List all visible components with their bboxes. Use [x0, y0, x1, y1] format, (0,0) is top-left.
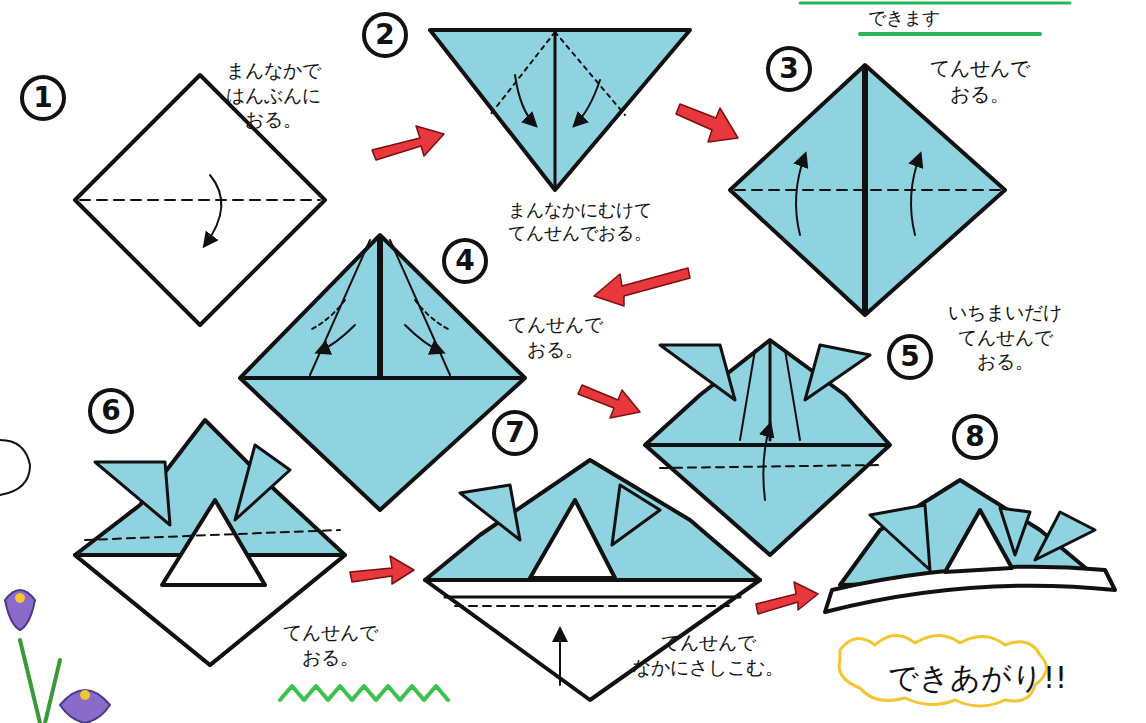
- cloud-fragment: [0, 440, 30, 495]
- step-number-circle: 4: [442, 238, 488, 284]
- step-number: 3: [779, 55, 798, 83]
- step-arrows: [350, 104, 818, 614]
- step-number-circle: 8: [952, 414, 998, 460]
- finished-caption: できあがり!!: [888, 658, 1067, 697]
- green-zigzag: [280, 686, 448, 700]
- step-number-circle: 3: [766, 46, 812, 92]
- step-number: 2: [375, 21, 394, 49]
- instruction-note: てんせんで おる。: [508, 312, 603, 361]
- instruction-note: てんせんで なかにさしこむ。: [632, 630, 784, 679]
- step-number-circle: 2: [362, 12, 408, 58]
- instruction-note: てんせんで おる。: [930, 55, 1030, 107]
- step-number: 5: [900, 343, 919, 371]
- instruction-note: てんせんで おる。: [283, 620, 378, 669]
- step-number: 4: [455, 247, 474, 275]
- step-number: 8: [965, 423, 984, 451]
- step-number-circle: 7: [492, 410, 538, 456]
- instruction-note: まんなかにむけて てんせんでおる。: [508, 198, 652, 245]
- green-underline: [860, 32, 1040, 36]
- instruction-note: まんなかで はんぶんに おる。: [226, 58, 321, 132]
- green-line: [800, 2, 1070, 5]
- step-number-circle: 1: [20, 75, 66, 121]
- step-number: 6: [101, 397, 120, 425]
- step-number-circle: 6: [88, 388, 134, 434]
- instruction-note: いちまいだけ てんせんで おる。: [948, 300, 1062, 374]
- step2-figure: [430, 30, 690, 190]
- step-number: 7: [505, 419, 524, 447]
- iris-flowers: [5, 590, 110, 723]
- instruction-note: できます: [868, 6, 940, 29]
- step8-figure: [825, 480, 1115, 612]
- step-number-circle: 5: [887, 334, 933, 380]
- step-number: 1: [33, 84, 52, 112]
